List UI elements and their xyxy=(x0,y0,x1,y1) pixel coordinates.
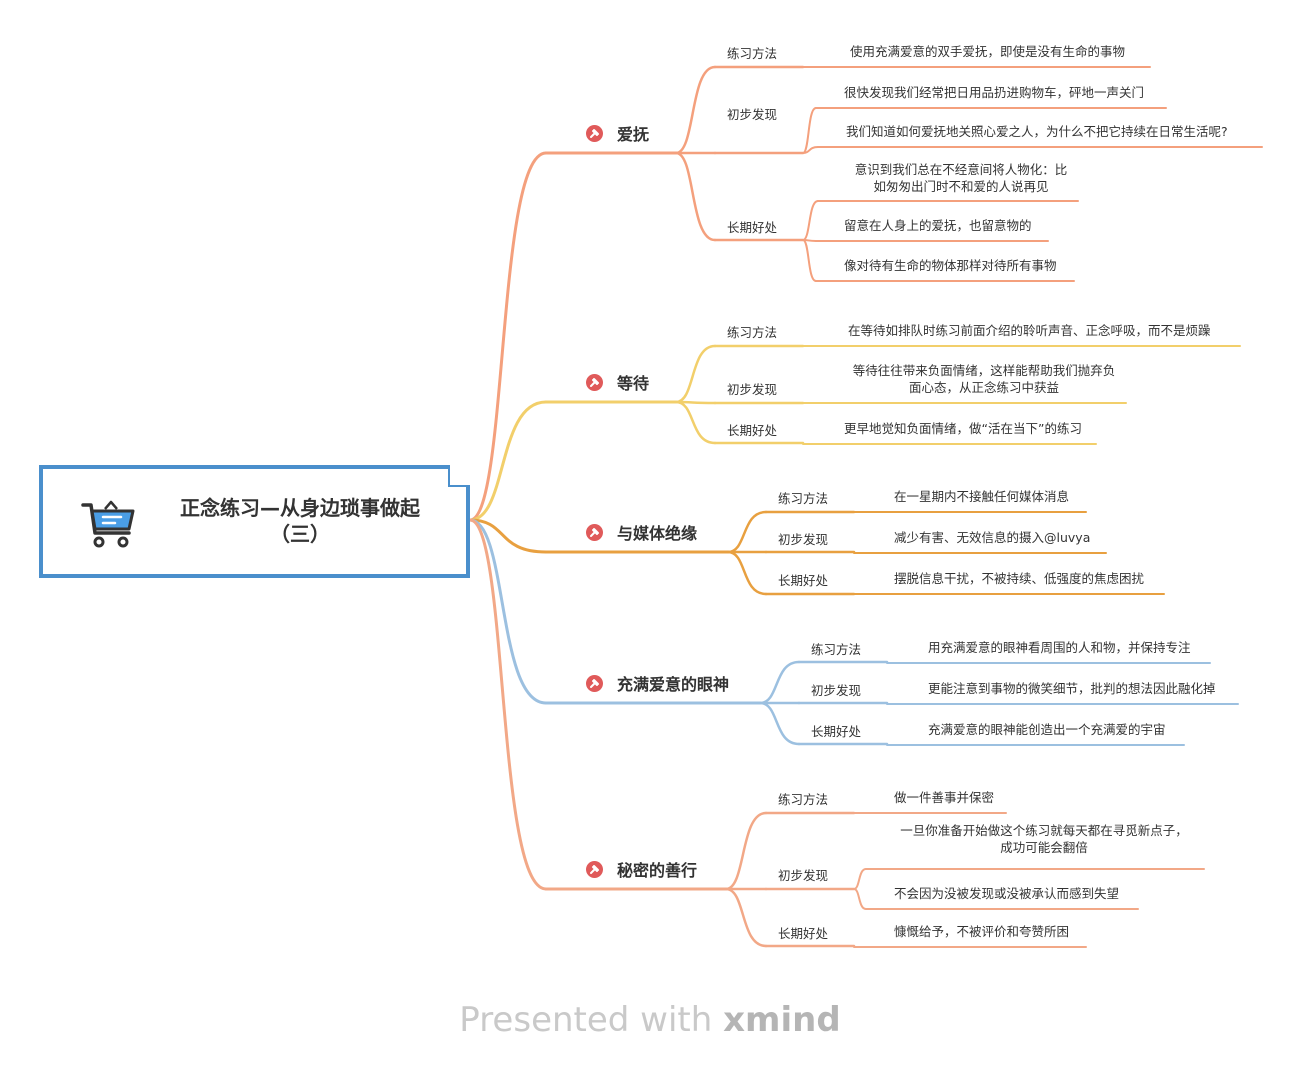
leaf-text: 不会因为没被发现或没被承认而感到失望 xyxy=(894,886,1120,901)
branch-connector-3 xyxy=(468,518,548,705)
group-label: 初步发现 xyxy=(811,683,862,698)
leaf-text: 用充满爱意的眼神看周围的人和物，并保持专注 xyxy=(928,640,1191,655)
leaf-connector-4-1-0 xyxy=(853,868,867,890)
group-connector-2-2 xyxy=(726,550,768,596)
root-title-line1: 正念练习—从身边琐事做起 xyxy=(180,496,420,520)
leaf-text-line: 成功可能会翻倍 xyxy=(1000,840,1088,855)
topic-title: 与媒体绝缘 xyxy=(617,524,698,543)
group-connector-0-0 xyxy=(674,65,717,155)
group-label: 初步发现 xyxy=(778,868,829,883)
topic-title: 爱抚 xyxy=(617,125,650,144)
group-label: 练习方法 xyxy=(778,792,829,807)
topic-2[interactable]: 与媒体绝缘 xyxy=(586,520,697,544)
pin-icon xyxy=(586,373,603,391)
leaf-text-line: 意识到我们总在不经意间将人物化：比 xyxy=(854,162,1068,177)
group-label: 练习方法 xyxy=(778,491,829,506)
leaf-text: 摆脱信息干扰，不被持续、低强度的焦虑困扰 xyxy=(894,571,1145,586)
leaf-text-line: 等待往往带来负面情绪，这样能帮助我们抛弃负 xyxy=(852,363,1116,378)
branch-connector-1 xyxy=(468,400,548,522)
leaf-text: 更能注意到事物的微笑细节，批判的想法因此融化掉 xyxy=(928,681,1216,696)
topic-4[interactable]: 秘密的善行 xyxy=(586,857,697,881)
leaf-text: 减少有害、无效信息的摄入@luvya xyxy=(894,530,1091,545)
root-title-line2: （三） xyxy=(270,522,330,546)
page-fold-corner xyxy=(448,465,470,487)
group-connector-0-2 xyxy=(674,151,717,242)
topic-3[interactable]: 充满爱意的眼神 xyxy=(586,671,729,695)
leaf-text: 更早地觉知负面情绪，做“活在当下”的练习 xyxy=(844,421,1082,436)
group-label: 初步发现 xyxy=(727,382,778,397)
pin-icon xyxy=(586,860,603,878)
leaf-text: 留意在人身上的爱抚，也留意物的 xyxy=(844,218,1032,233)
leaf-text: 在等待如排队时练习前面介绍的聆听声音、正念呼吸，而不是烦躁 xyxy=(848,323,1211,338)
leaf-text: 很快发现我们经常把日用品扔进购物车，砰地一声关门 xyxy=(844,85,1145,100)
topic-0[interactable]: 爱抚 xyxy=(586,121,649,145)
group-label: 初步发现 xyxy=(727,107,778,122)
group-connector-4-2 xyxy=(724,887,768,948)
leaf-text: 我们知道如何爱抚地关照心爱之人，为什么不把它持续在日常生活呢? xyxy=(846,124,1228,139)
footer-watermark: Presented with xmind xyxy=(0,1000,1300,1040)
leaf-text: 使用充满爱意的双手爱抚，即使是没有生命的事物 xyxy=(850,44,1126,59)
group-label: 练习方法 xyxy=(727,46,778,61)
shopping-cart-icon xyxy=(81,499,137,555)
group-label: 练习方法 xyxy=(811,642,862,657)
group-label: 初步发现 xyxy=(778,532,829,547)
leaf-text: 一旦你准备开始做这个练习就每天都在寻觅新点子， 成功可能会翻倍 xyxy=(894,822,1194,856)
leaf-text-line: 面心态，从正念练习中获益 xyxy=(908,380,1059,395)
leaf-text: 充满爱意的眼神能创造出一个充满爱的宇宙 xyxy=(928,722,1166,737)
pin-icon xyxy=(586,124,603,142)
pin-icon xyxy=(586,523,603,541)
group-label: 长期好处 xyxy=(778,926,829,941)
leaf-text: 意识到我们总在不经意间将人物化：比如匆匆出门时不和爱的人说再见 xyxy=(846,161,1076,195)
leaf-connector-0-1-0 xyxy=(802,107,817,154)
leaf-text: 慷慨给予，不被评价和夸赞所困 xyxy=(894,924,1070,939)
topic-title: 秘密的善行 xyxy=(617,861,698,880)
group-connector-1-0 xyxy=(674,344,717,404)
group-connector-2-0 xyxy=(726,510,768,554)
branch-connector-0 xyxy=(468,151,548,522)
branch-connector-2 xyxy=(468,518,548,554)
group-connector-3-2 xyxy=(758,701,801,746)
leaf-connector-0-2-0 xyxy=(802,200,819,241)
leaf-text: 在一星期内不接触任何媒体消息 xyxy=(894,489,1070,504)
leaf-connector-4-1-1 xyxy=(853,888,867,910)
leaf-connector-0-1-1 xyxy=(802,146,819,154)
topic-title: 充满爱意的眼神 xyxy=(617,675,730,694)
group-connector-1-2 xyxy=(674,400,717,445)
topic-1[interactable]: 等待 xyxy=(586,370,649,394)
topic-title: 等待 xyxy=(617,374,650,393)
pin-icon xyxy=(586,674,603,692)
group-connector-3-0 xyxy=(758,660,801,705)
group-label: 长期好处 xyxy=(727,423,778,438)
group-connector-4-0 xyxy=(724,811,768,891)
root-title: 正念练习—从身边琐事做起 （三） xyxy=(155,495,445,547)
footer-prefix: Presented with xyxy=(459,1000,724,1040)
group-label: 长期好处 xyxy=(727,220,778,235)
leaf-connector-0-2-2 xyxy=(802,239,817,282)
footer-brand: xmind xyxy=(723,1000,841,1040)
branch-connector-4 xyxy=(468,518,548,891)
leaf-text: 做一件善事并保密 xyxy=(894,790,995,805)
group-label: 长期好处 xyxy=(811,724,862,739)
leaf-text-line: 如匆匆出门时不和爱的人说再见 xyxy=(873,179,1049,194)
leaf-text: 像对待有生命的物体那样对待所有事物 xyxy=(844,258,1057,273)
group-label: 练习方法 xyxy=(727,325,778,340)
root-topic[interactable]: 正念练习—从身边琐事做起 （三） xyxy=(39,465,470,578)
leaf-text: 等待往往带来负面情绪，这样能帮助我们抛弃负面心态，从正念练习中获益 xyxy=(844,362,1124,396)
leaf-text-line: 一旦你准备开始做这个练习就每天都在寻觅新点子， xyxy=(900,823,1188,838)
group-label: 长期好处 xyxy=(778,573,829,588)
